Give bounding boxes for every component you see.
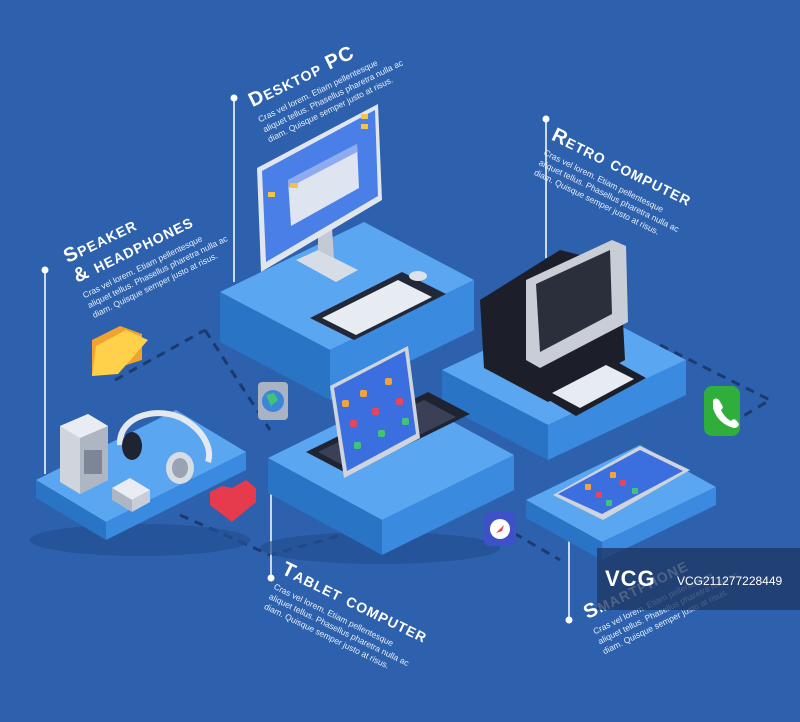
compass-icon — [484, 512, 516, 546]
speaker-device — [60, 414, 108, 494]
folder-icon — [92, 326, 148, 376]
watermark-code: VCG211277228449 — [677, 574, 783, 588]
platform-tablet — [260, 393, 514, 564]
desktop-keyboard — [310, 271, 446, 340]
small-speaker — [112, 478, 150, 512]
leader-dots — [41, 94, 573, 624]
headphone-cups — [122, 432, 194, 484]
watermark: VCG VCG211277228449 — [597, 548, 800, 610]
desktop-monitor — [257, 104, 382, 282]
leader-lines — [44, 98, 570, 620]
platform-speaker — [30, 410, 250, 556]
retro-computer — [480, 240, 646, 416]
globe-icon — [258, 382, 288, 420]
heart-icon — [210, 480, 256, 522]
headphones — [117, 410, 212, 463]
watermark-logo: VCG — [605, 566, 656, 591]
smartphone-device — [553, 446, 690, 520]
phone-icon — [704, 386, 740, 436]
tablet-device — [306, 346, 470, 478]
